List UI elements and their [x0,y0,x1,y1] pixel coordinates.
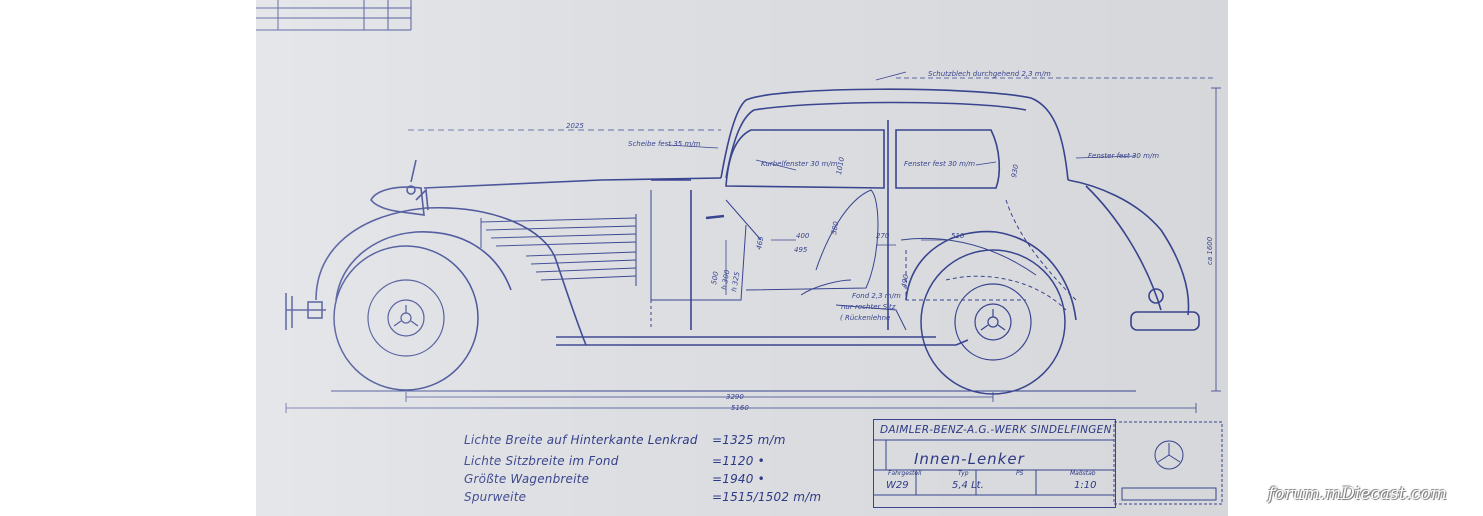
spec-value: =1120 • [712,454,765,468]
dim-length: 5160 [731,404,749,412]
body-outline [285,88,1200,346]
drawing-annotations: 2025 Schutzblech durchgehend 2,3 m/m Sch… [566,70,1214,412]
drawing-title: Innen-Lenker [914,450,1025,468]
dim-height: ca 1600 [1206,236,1214,265]
note-kurbelfenster: Kurbelfenster 30 m/m [761,160,838,168]
dim-580: 580 [830,220,840,235]
spec-spurweite: Spurweite =1515/1502 m/m [464,490,821,504]
title-block-grid [873,439,1114,496]
note-fenster-fest-rear: Fenster fest 30 m/m [1088,152,1159,160]
spec-lichte-breite: Lichte Breite auf Hinterkante Lenkrad =1… [464,433,785,447]
forum-watermark: forum.mDiecast.com [1268,484,1447,504]
car-side-elevation-drawing: 2025 Schutzblech durchgehend 2,3 m/m Sch… [256,0,1223,505]
front-wheel [333,245,479,391]
massstab-value: 1:10 [1074,480,1097,491]
typ-value: 5,4 Lt. [952,480,984,491]
dim-490: 490 [900,273,910,288]
dim-495: 495 [794,246,808,254]
spec-value: =1325 m/m [712,433,786,447]
note-schutzblech: Schutzblech durchgehend 2,3 m/m [928,70,1051,78]
dim-2025: 2025 [566,122,584,130]
note-scheibe: Scheibe fest 35 m/m [628,140,701,148]
dim-1010: 1010 [835,156,846,175]
interior-seats [650,189,1077,331]
revision-table [256,0,412,31]
note-fond: Fond 2,3 m/m [852,292,901,300]
spec-label: Größte Wagenbreite [464,472,590,486]
note-rueckenlehne: ( Rückenlehne [840,314,890,322]
dim-930: 930 [1010,163,1020,178]
title-block: DAIMLER-BENZ-A.G.-WERK SINDELFINGEN Inne… [873,419,1116,508]
company-name: DAIMLER-BENZ-A.G.-WERK SINDELFINGEN [880,424,1112,436]
note-nur-rechter-sitz: nur rechter Sitz [841,303,896,311]
blueprint-sheet: 2025 Schutzblech durchgehend 2,3 m/m Sch… [256,0,1228,516]
spec-value: =1940 • [712,472,765,486]
spec-label: Spurweite [464,490,527,504]
fahrgestell-label: Fahrgestell [888,470,922,477]
dimension-lines [285,71,1221,413]
dim-465: 465 [755,235,765,250]
dim-325: h 325 [730,271,741,293]
fahrgestell-value: W29 [886,480,909,491]
spec-wagenbreite: Größte Wagenbreite =1940 • [464,472,765,486]
massstab-label: Maßstab [1070,470,1096,477]
mercedes-star-stamp [1113,421,1223,505]
note-fenster-fest-mid: Fenster fest 30 m/m [904,160,975,168]
dim-500: 500 [710,270,720,285]
dim-wheelbase: 3290 [726,393,744,401]
typ-label: Typ [958,470,969,477]
dim-400: 400 [796,232,810,240]
dim-510: 510 [951,232,965,240]
rear-wheel [920,249,1066,395]
ps-label: PS [1016,470,1024,477]
spec-label: Lichte Sitzbreite im Fond [464,454,619,468]
spec-label: Lichte Breite auf Hinterkante Lenkrad [464,433,698,447]
dim-270: 270 [876,232,890,240]
dim-300: h 300 [720,269,731,291]
spec-sitzbreite: Lichte Sitzbreite im Fond =1120 • [464,454,765,468]
spec-value: =1515/1502 m/m [712,490,822,504]
